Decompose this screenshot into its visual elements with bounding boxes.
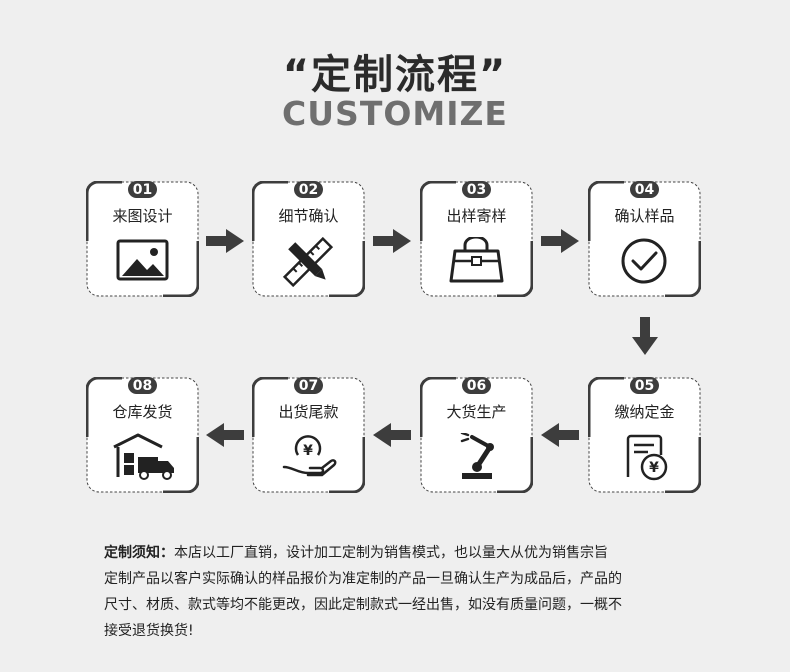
notice-line-3: 尺寸、材质、款式等均不能更改，因此定制款式一经出售，如没有质量问题，一概不: [104, 597, 622, 613]
step-card-05: 05 缴纳定金 ¥: [588, 377, 701, 493]
arrow-right-icon: [206, 229, 244, 253]
step-card-01: 01 来图设计: [86, 181, 199, 297]
image-icon: [116, 239, 169, 281]
pencil-ruler-icon: [282, 237, 334, 287]
step-card-03: 03 出样寄样: [420, 181, 533, 297]
step-label: 仓库发货: [112, 403, 173, 421]
notice-line-2: 定制产品以客户实际确认的样品报价为准定制的产品一旦确认生产为成品后，产品的: [104, 571, 622, 587]
step-label: 确认样品: [614, 207, 675, 225]
card-frame: [86, 181, 199, 297]
step-number: 08: [132, 378, 153, 394]
step-label: 来图设计: [112, 207, 173, 225]
step-card-02: 02 细节确认: [252, 181, 365, 297]
step-label: 出样寄样: [446, 207, 507, 225]
arrow-right-icon: [541, 229, 579, 253]
card-frame: [86, 377, 199, 493]
step-number: 01: [132, 182, 153, 198]
custom-notice: 定制须知：本店以工厂直销，设计加工定制为销售模式，也以量大从优为销售宗旨 定制产…: [104, 540, 704, 644]
notice-line-4: 接受退货换货!: [104, 623, 194, 639]
step-label: 出货尾款: [278, 403, 339, 421]
step-number: 02: [298, 182, 319, 198]
step-label: 缴纳定金: [614, 403, 675, 421]
notice-heading: 定制须知：: [104, 545, 174, 561]
step-number: 04: [634, 182, 655, 198]
step-card-06: 06 大货生产: [420, 377, 533, 493]
arrow-down-icon: [632, 317, 658, 355]
svg-text:¥: ¥: [303, 443, 313, 459]
card-frame: [420, 377, 533, 493]
svg-text:¥: ¥: [649, 460, 659, 476]
step-card-04: 04 确认样品: [588, 181, 701, 297]
notice-text: 本店以工厂直销，设计加工定制为销售模式，也以量大从优为销售宗旨: [174, 545, 608, 561]
step-card-07: 07 出货尾款 ¥: [252, 377, 365, 493]
check-circle-icon: [621, 238, 667, 284]
warehouse-truck-icon: [113, 433, 174, 480]
notice-line-1: 定制须知：本店以工厂直销，设计加工定制为销售模式，也以量大从优为销售宗旨: [104, 540, 704, 566]
arrow-left-icon: [373, 423, 411, 447]
step-card-08: 08 仓库发货: [86, 377, 199, 493]
arrow-left-icon: [541, 423, 579, 447]
card-frame: [420, 181, 533, 297]
page-subtitle: CUSTOMIZE: [282, 94, 508, 133]
step-number: 05: [634, 378, 655, 394]
handbag-icon: [449, 237, 504, 283]
step-number: 03: [466, 182, 487, 198]
arrow-left-icon: [206, 423, 244, 447]
step-label: 大货生产: [446, 403, 507, 421]
yen-invoice-icon: ¥: [626, 434, 668, 481]
step-number: 06: [466, 378, 487, 394]
page-title: “定制流程”: [282, 52, 508, 98]
card-frame: [252, 181, 365, 297]
arrow-right-icon: [373, 229, 411, 253]
yen-hand-icon: ¥: [282, 435, 337, 477]
step-label: 细节确认: [278, 207, 339, 225]
step-number: 07: [298, 378, 319, 394]
robot-arm-icon: [460, 433, 494, 479]
